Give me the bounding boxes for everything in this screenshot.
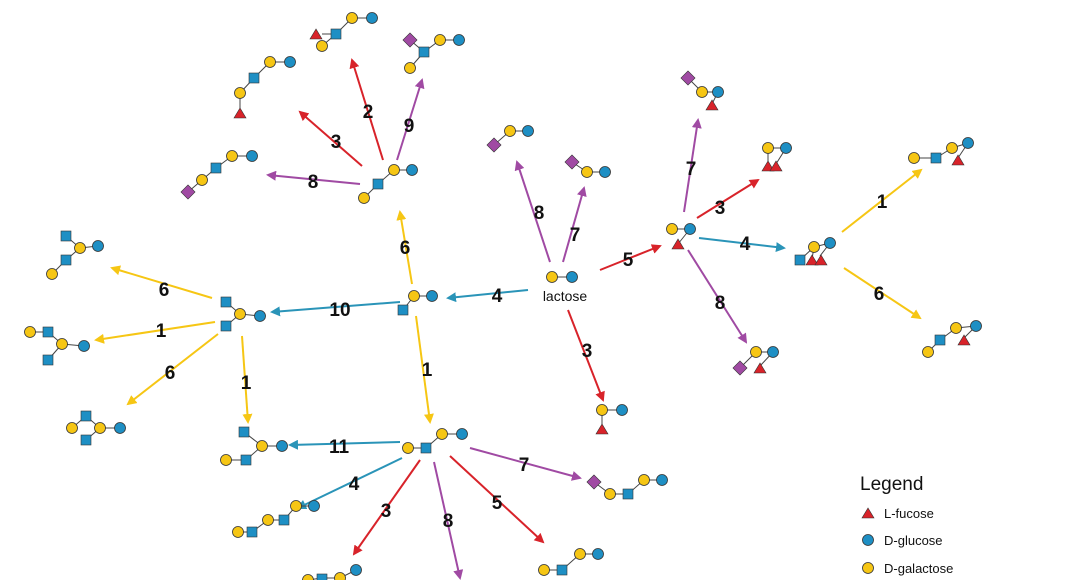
edge-label: 3 xyxy=(381,501,392,522)
arrow-lnt-to-branch xyxy=(288,439,401,450)
glycan-left-2 xyxy=(24,326,90,366)
edge-label: 1 xyxy=(422,360,433,381)
arrow-lnfp-to-a xyxy=(841,168,923,233)
root-label: lactose xyxy=(543,288,588,304)
glycan-dfl xyxy=(761,142,792,172)
edge-label: 1 xyxy=(156,321,167,342)
arrow-lnt2-down xyxy=(415,315,434,424)
glycan-lnt-fuc5 xyxy=(538,548,604,576)
glycan-lnfp xyxy=(794,237,836,266)
glycan-lnt-fuc xyxy=(302,564,362,580)
arrow-lnt-to-fuc5 xyxy=(449,455,545,544)
edge-label: 11 xyxy=(329,437,350,458)
arrow-br-to-2 xyxy=(94,321,216,344)
arrow-br-to-1 xyxy=(110,265,213,299)
glycan-top-sia xyxy=(402,32,465,74)
arrow-lnt-to-fuc xyxy=(352,459,421,556)
arrow-3fl-to-sia xyxy=(683,118,702,213)
glycan-lnt-ext xyxy=(232,500,320,538)
edge-label: 2 xyxy=(363,102,374,123)
edge-label: 7 xyxy=(686,159,697,180)
edge-label: 4 xyxy=(492,286,503,307)
arrow-lnt-to-sia8 xyxy=(433,461,464,580)
legend-item-fucose: L-fucose xyxy=(884,506,934,521)
edge-label: 1 xyxy=(241,373,252,394)
arrow-lactose-to-lnt2 xyxy=(446,289,529,303)
glucose-icon xyxy=(862,534,874,546)
edge-label: 1 xyxy=(877,192,888,213)
edge-label: 8 xyxy=(715,293,726,314)
arrow-lactose-to-fuc2 xyxy=(567,309,605,402)
glycan-2fl xyxy=(595,404,628,435)
glycan-upper xyxy=(358,164,418,204)
edge-label: 8 xyxy=(308,172,319,193)
edge-label: 8 xyxy=(443,511,454,532)
edge-labels: 3 7 8 5 4 7 3 8 4 1 6 6 10 1 2 3 9 8 6 1… xyxy=(156,102,888,532)
edge-label: 10 xyxy=(329,300,350,321)
galactose-icon xyxy=(546,271,558,283)
glycan-3fl xyxy=(666,223,696,250)
glycan-lnfp-a xyxy=(908,137,974,166)
glycan-lnt-sia xyxy=(586,474,668,500)
arrow-up-to-sia xyxy=(396,78,425,161)
arrow-3fl-to-sia2 xyxy=(687,249,748,344)
fucose-icon xyxy=(861,507,875,519)
arrow-lactose-to-sia3 xyxy=(562,186,587,263)
glycan-sialyl-b xyxy=(486,125,534,153)
arrow-lnt-to-sia xyxy=(469,447,582,481)
edge-label: 5 xyxy=(492,493,503,514)
glycan-top-fuc3 xyxy=(233,56,296,119)
glycan-lnfp-b xyxy=(922,320,982,358)
glycan-branched-low xyxy=(220,426,288,466)
arrow-br-to-4 xyxy=(241,335,253,424)
arrow-up-to-fuc2 xyxy=(349,58,384,161)
edge-label: 6 xyxy=(165,363,176,384)
arrow-br-to-3 xyxy=(126,333,219,406)
glycan-sfl-low xyxy=(732,346,779,376)
arrow-lactose-to-fuc3 xyxy=(599,244,662,271)
arrow-lnt2-up xyxy=(396,210,413,285)
glycan-top-fuc2 xyxy=(309,12,378,52)
edge-label: 3 xyxy=(582,341,593,362)
glycan-left-sia xyxy=(180,150,258,200)
arrow-3fl-to-fuc xyxy=(696,178,760,219)
edge-label: 6 xyxy=(159,280,170,301)
glycan-left-3 xyxy=(66,410,126,446)
glycan-lnt xyxy=(402,428,468,454)
fucose-icon xyxy=(595,423,609,435)
edge-label: 6 xyxy=(400,238,411,259)
legend: Legend L-fucose D-glucose D-galactose xyxy=(860,474,953,576)
arrow-up-to-fuc3 xyxy=(298,110,363,167)
arrow-up-to-sia6 xyxy=(266,170,361,185)
arrows xyxy=(94,58,923,580)
edge-label: 3 xyxy=(715,198,726,219)
galactose-icon xyxy=(862,562,874,574)
glucose-icon xyxy=(566,271,578,283)
edge-label: 7 xyxy=(570,225,581,246)
edge-label: 7 xyxy=(519,455,530,476)
node-lactose: lactose xyxy=(543,271,588,304)
edge-label: 5 xyxy=(623,250,634,271)
edge-label: 4 xyxy=(740,234,751,255)
arrow-lnfp-to-b xyxy=(843,267,922,320)
edge-label: 3 xyxy=(331,132,342,153)
edge-label: 8 xyxy=(534,203,545,224)
glycan-left-1 xyxy=(46,230,104,280)
arrow-lnt-to-ext xyxy=(296,457,403,510)
edge-label: 4 xyxy=(349,474,360,495)
glycan-lnt2 xyxy=(397,290,438,316)
arrow-lnt2-to-branch xyxy=(270,301,401,317)
glycan-sfl-top xyxy=(680,70,724,111)
glycan-sialyl-a xyxy=(564,154,611,178)
arrow-3fl-to-lnfp xyxy=(698,237,786,253)
legend-title: Legend xyxy=(860,474,923,495)
arrow-lactose-to-sia-left xyxy=(514,160,551,263)
edge-label: 9 xyxy=(404,116,415,137)
legend-item-glucose: D-glucose xyxy=(884,533,943,548)
edge-label: 6 xyxy=(874,284,885,305)
legend-item-galactose: D-galactose xyxy=(884,561,953,576)
glycan-branched xyxy=(220,296,266,332)
